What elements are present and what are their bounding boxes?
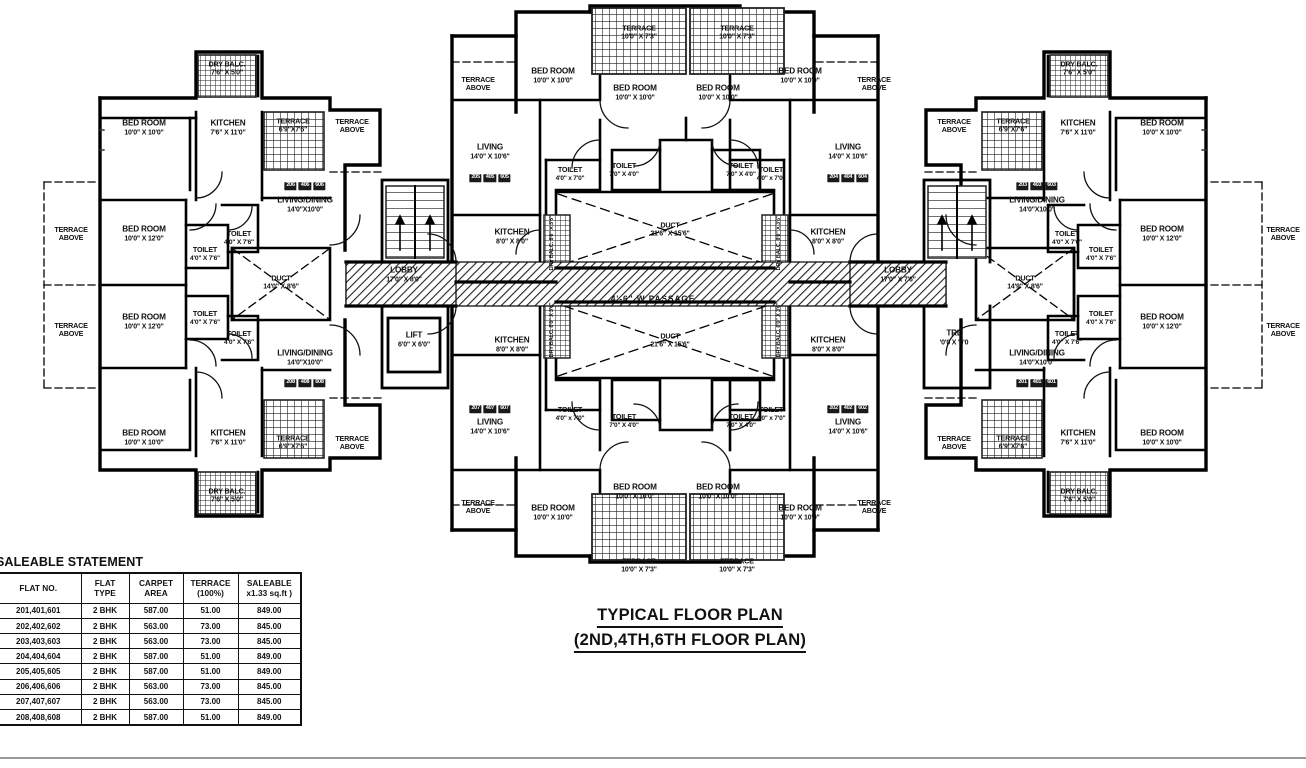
flat-badge: 201 (1016, 379, 1029, 387)
cell-saleable: 849.00 (237, 663, 302, 680)
flat-badge: 207 (469, 405, 482, 413)
cell-flat-no: 201,401,601 (0, 602, 82, 619)
cell-carpet-area: 587.00 (128, 709, 184, 726)
flat-badges-rw-bottom: 201 401 601 (1016, 379, 1058, 387)
cell-flat-type: 2 BHK (80, 602, 130, 619)
col-terrace: TERRACE(100%) (182, 572, 239, 604)
flat-badges-lw-top: 206 406 606 (284, 182, 326, 190)
cell-flat-no: 203,403,603 (0, 633, 82, 650)
cell-carpet-area: 563.00 (128, 633, 184, 650)
flat-badge: 402 (841, 405, 855, 413)
flat-badge: 204 (827, 174, 840, 182)
cell-flat-no: 204,404,604 (0, 648, 82, 665)
flat-badge: 203 (1016, 182, 1029, 190)
cell-terrace: 73.00 (182, 678, 239, 695)
cell-flat-type: 2 BHK (80, 617, 130, 635)
cell-terrace: 51.00 (182, 663, 239, 680)
cell-carpet-area: 587.00 (128, 602, 184, 619)
flat-badge: 205 (469, 174, 482, 182)
cell-flat-type: 2 BHK (80, 648, 130, 665)
flat-badge: 405 (483, 174, 497, 182)
cell-carpet-area: 587.00 (128, 648, 184, 665)
flat-badges-m-bl: 207 407 607 (469, 405, 511, 413)
cell-saleable: 845.00 (237, 678, 302, 695)
cell-flat-no: 207,407,607 (0, 693, 82, 711)
flat-badge: 406 (298, 182, 312, 190)
cell-saleable: 845.00 (237, 693, 302, 711)
flat-badge: 604 (856, 174, 869, 182)
cell-saleable: 845.00 (237, 617, 302, 635)
flat-badge: 407 (483, 405, 497, 413)
flat-badge: 607 (498, 405, 511, 413)
cell-flat-no: 202,402,602 (0, 617, 82, 635)
cell-terrace: 51.00 (182, 648, 239, 665)
flat-badge: 408 (298, 379, 312, 387)
cell-terrace: 73.00 (182, 617, 239, 635)
cell-carpet-area: 563.00 (128, 693, 184, 711)
flat-badges-rw-top: 203 403 603 (1016, 182, 1058, 190)
flat-badge: 606 (313, 182, 326, 190)
flat-badges-m-br: 202 402 602 (827, 405, 869, 413)
cell-flat-no: 205,405,605 (0, 663, 82, 680)
flat-badges-m-tl: 205 405 605 (469, 174, 511, 182)
cell-flat-no: 208,408,608 (0, 709, 82, 726)
col-flat-no: FLAT NO. (0, 572, 82, 604)
cell-saleable: 849.00 (237, 602, 302, 619)
flat-badge: 208 (284, 379, 297, 387)
cell-carpet-area: 563.00 (128, 617, 184, 635)
flat-badge: 401 (1030, 379, 1044, 387)
plan-title-line1: TYPICAL FLOOR PLAN (597, 606, 783, 628)
flat-badge: 206 (284, 182, 297, 190)
flat-badge: 202 (827, 405, 840, 413)
cell-saleable: 845.00 (237, 633, 302, 650)
cell-carpet-area: 563.00 (128, 678, 184, 695)
cell-terrace: 51.00 (182, 709, 239, 726)
cell-terrace: 51.00 (182, 602, 239, 619)
cell-flat-type: 2 BHK (80, 709, 130, 726)
cell-flat-type: 2 BHK (80, 633, 130, 650)
flat-badges-m-tr: 204 404 604 (827, 174, 869, 182)
flat-badge: 603 (1045, 182, 1058, 190)
saleable-statement-heading: SALEABLE STATEMENT (0, 555, 144, 569)
plan-title-line2: (2ND,4TH,6TH FLOOR PLAN) (573, 631, 807, 653)
cell-flat-type: 2 BHK (80, 678, 130, 695)
cell-terrace: 73.00 (182, 633, 239, 650)
cell-saleable: 849.00 (237, 648, 302, 665)
flat-badge: 605 (498, 174, 511, 182)
cell-flat-no: 206,406,606 (0, 678, 82, 695)
cell-flat-type: 2 BHK (80, 693, 130, 711)
cell-terrace: 73.00 (182, 693, 239, 711)
cell-saleable: 849.00 (237, 709, 302, 726)
flat-badge: 601 (1045, 379, 1058, 387)
flat-badge: 404 (841, 174, 855, 182)
flat-badge: 602 (856, 405, 869, 413)
plan-title-block: TYPICAL FLOOR PLAN (2ND,4TH,6TH FLOOR PL… (573, 606, 807, 653)
flat-badges-lw-bottom: 208 408 608 (284, 379, 326, 387)
flat-badge: 403 (1030, 182, 1044, 190)
sheet-bottom-border (0, 757, 1306, 759)
cell-carpet-area: 587.00 (128, 663, 184, 680)
cell-flat-type: 2 BHK (80, 663, 130, 680)
flat-badge: 608 (313, 379, 326, 387)
